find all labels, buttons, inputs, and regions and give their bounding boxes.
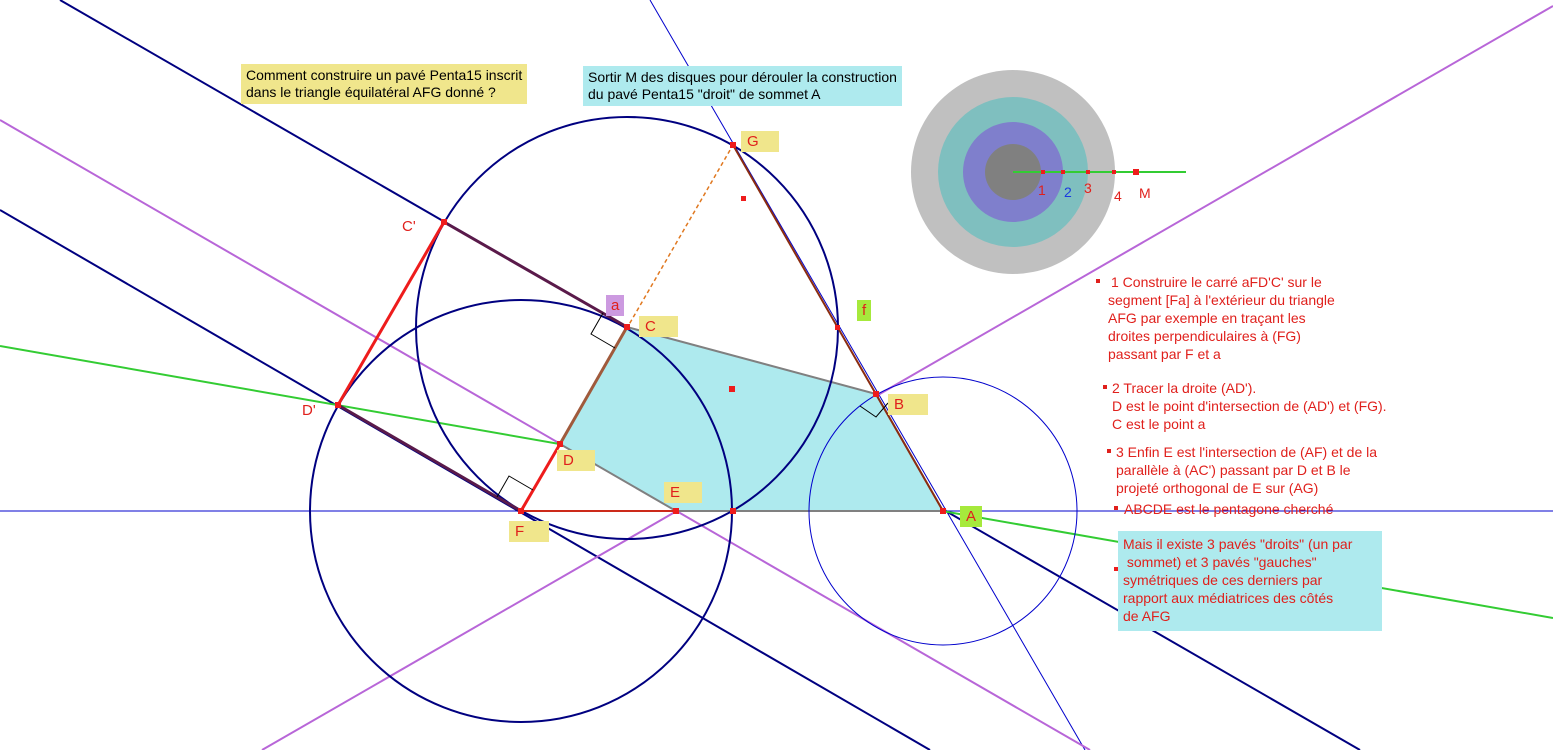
line-ga-extended[interactable] xyxy=(649,0,1086,750)
step-1: 1 Construire le carré aFD'C' sur le segm… xyxy=(1096,273,1335,363)
bullet xyxy=(1103,385,1107,389)
point-d[interactable] xyxy=(557,441,563,447)
instruction-line-2: du pavé Penta15 "droit" de sommet A xyxy=(588,86,821,102)
step-3-line-3: projeté orthogonal de E sur (AG) xyxy=(1116,480,1319,496)
bullet xyxy=(1114,506,1118,510)
square-side-c-prime-d-prime[interactable] xyxy=(336,221,446,406)
label-c: C xyxy=(639,316,678,337)
circle-small-a[interactable] xyxy=(808,376,1078,646)
point-intersection-af[interactable] xyxy=(730,508,736,514)
disc-label-3: 3 xyxy=(1084,180,1092,196)
step-3-line-2: parallèle à (AC') passant par D et B le xyxy=(1116,462,1351,478)
instruction-line-1: Sortir M des disques pour dérouler la co… xyxy=(588,69,897,85)
point-bullet-m xyxy=(1114,567,1118,571)
point-f[interactable] xyxy=(518,508,524,514)
step-4: ABCDE est le pentagone cherché xyxy=(1114,500,1334,518)
line-purple-rising[interactable] xyxy=(261,5,1553,750)
right-angle-mark-a xyxy=(590,312,616,349)
step-3: 3 Enfin E est l'intersection de (AF) et … xyxy=(1107,443,1378,497)
question-line-1: Comment construire un pavé Penta15 inscr… xyxy=(246,67,523,83)
square-side-d-prime-f[interactable] xyxy=(337,403,522,513)
point-m[interactable] xyxy=(1133,169,1139,175)
slider-mark-3 xyxy=(1086,170,1090,174)
point-c-prime[interactable] xyxy=(441,219,447,225)
note-box: Mais il existe 3 pavés "droits" (un par … xyxy=(1118,531,1382,631)
segment-fd-red[interactable] xyxy=(519,443,562,512)
instruction-box: Sortir M des disques pour dérouler la co… xyxy=(583,66,902,106)
slider-mark-1 xyxy=(1041,170,1045,174)
slider-mark-2 xyxy=(1061,170,1065,174)
label-b: B xyxy=(888,394,928,415)
square-side-c-prime-a[interactable] xyxy=(443,220,628,329)
label-d: D xyxy=(557,450,595,471)
bullet xyxy=(1107,449,1111,453)
disc-label-m: M xyxy=(1139,185,1151,201)
note-line-5: de AFG xyxy=(1123,608,1171,624)
step-1-line-2: segment [Fa] à l'extérieur du triangle xyxy=(1108,292,1335,308)
label-e: E xyxy=(664,482,702,503)
step-4-line-1: ABCDE est le pentagone cherché xyxy=(1124,501,1334,517)
label-a: A xyxy=(960,506,983,527)
step-1-line-3: AFG par exemple en traçant les xyxy=(1108,310,1306,326)
step-1-line-1: 1 Construire le carré aFD'C' sur le xyxy=(1111,274,1322,290)
step-2-line-2: D est le point d'intersection de (AD') e… xyxy=(1112,398,1387,414)
question-line-2: dans le triangle équilatéral AFG donné ? xyxy=(246,84,496,100)
label-c-prime: C' xyxy=(402,218,416,235)
label-f-small: f xyxy=(857,300,872,321)
step-2-line-3: C est le point a xyxy=(1112,416,1206,432)
point-g[interactable] xyxy=(730,142,736,148)
note-line-3: symétriques de ces derniers par xyxy=(1123,572,1323,588)
step-2-line-1: 2 Tracer la droite (AD'). xyxy=(1112,380,1257,396)
point-center[interactable] xyxy=(729,386,735,392)
label-d-prime: D' xyxy=(302,402,316,419)
point-d-prime[interactable] xyxy=(335,402,341,408)
point-c[interactable] xyxy=(624,324,630,330)
point-b[interactable] xyxy=(873,391,879,397)
point-triangle-center[interactable] xyxy=(741,196,746,201)
point-a[interactable] xyxy=(940,508,946,514)
note-line-1: Mais il existe 3 pavés "droits" (un par xyxy=(1123,536,1353,552)
right-angle-mark-b xyxy=(859,402,889,418)
note-line-2: sommet) et 3 pavés "gauches" xyxy=(1123,554,1317,570)
segment-cd[interactable] xyxy=(558,326,629,445)
label-g: G xyxy=(741,131,779,152)
parallel-line-purple[interactable] xyxy=(0,119,1091,750)
step-3-line-1: 3 Enfin E est l'intersection de (AF) et … xyxy=(1116,444,1378,460)
label-f: F xyxy=(509,521,549,542)
disc-label-4: 4 xyxy=(1114,188,1122,204)
slider-mark-4 xyxy=(1112,170,1116,174)
step-1-line-5: passant par F et a xyxy=(1108,346,1221,362)
pentagon-abcde[interactable] xyxy=(558,325,945,512)
note-line-4: rapport aux médiatrices des côtés xyxy=(1123,590,1334,606)
step-1-line-4: droites perpendiculaires à (FG) xyxy=(1108,328,1301,344)
point-f-lower[interactable] xyxy=(835,325,840,330)
disc-label-2: 2 xyxy=(1064,184,1072,200)
step-2: 2 Tracer la droite (AD'). D est le point… xyxy=(1103,379,1387,433)
point-e[interactable] xyxy=(673,508,679,514)
disc-label-1: 1 xyxy=(1038,182,1046,198)
right-angle-mark-f xyxy=(496,475,534,498)
bullet xyxy=(1096,279,1100,283)
question-box: Comment construire un pavé Penta15 inscr… xyxy=(241,64,528,104)
label-a-small: a xyxy=(606,295,625,316)
